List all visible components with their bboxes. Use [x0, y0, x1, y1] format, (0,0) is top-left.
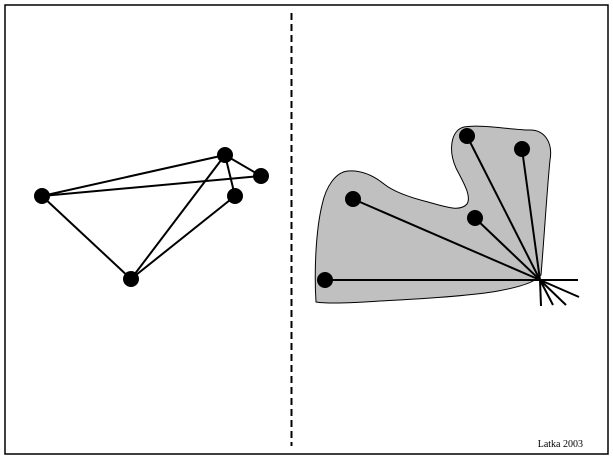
spoke-p4: [466, 135, 541, 281]
left-graph-edges: [41, 154, 262, 280]
left-node-b: [217, 147, 233, 163]
spoke-p3: [474, 217, 541, 281]
left-edge-a-b: [41, 154, 226, 197]
left-edge-b-e: [130, 154, 226, 280]
left-edge-d-e: [130, 195, 236, 280]
hub-stub-lines: [539, 279, 580, 307]
left-graph-nodes: [34, 147, 269, 287]
right-diagram-nodes: [317, 128, 530, 288]
hub-stub-4: [539, 279, 554, 306]
hub-spoke-lines: [325, 135, 541, 281]
credit-text: Latka 2003: [537, 439, 583, 450]
right-node-p1: [317, 272, 333, 288]
spoke-p5: [521, 148, 541, 281]
outer-frame: [4, 4, 609, 455]
left-edge-a-e: [41, 195, 132, 280]
right-node-p5: [514, 141, 530, 157]
right-node-p3: [467, 210, 483, 226]
right-node-p4: [459, 128, 475, 144]
left-node-e: [123, 271, 139, 287]
left-edge-a-c: [41, 175, 262, 197]
left-node-a: [34, 188, 50, 204]
left-node-d: [227, 188, 243, 204]
spoke-p2: [352, 198, 541, 281]
hub-stub-2: [539, 279, 580, 298]
left-node-c: [253, 168, 269, 184]
right-node-p2: [345, 191, 361, 207]
hub-stub-5: [539, 279, 542, 307]
hub-stub-3: [539, 279, 567, 306]
